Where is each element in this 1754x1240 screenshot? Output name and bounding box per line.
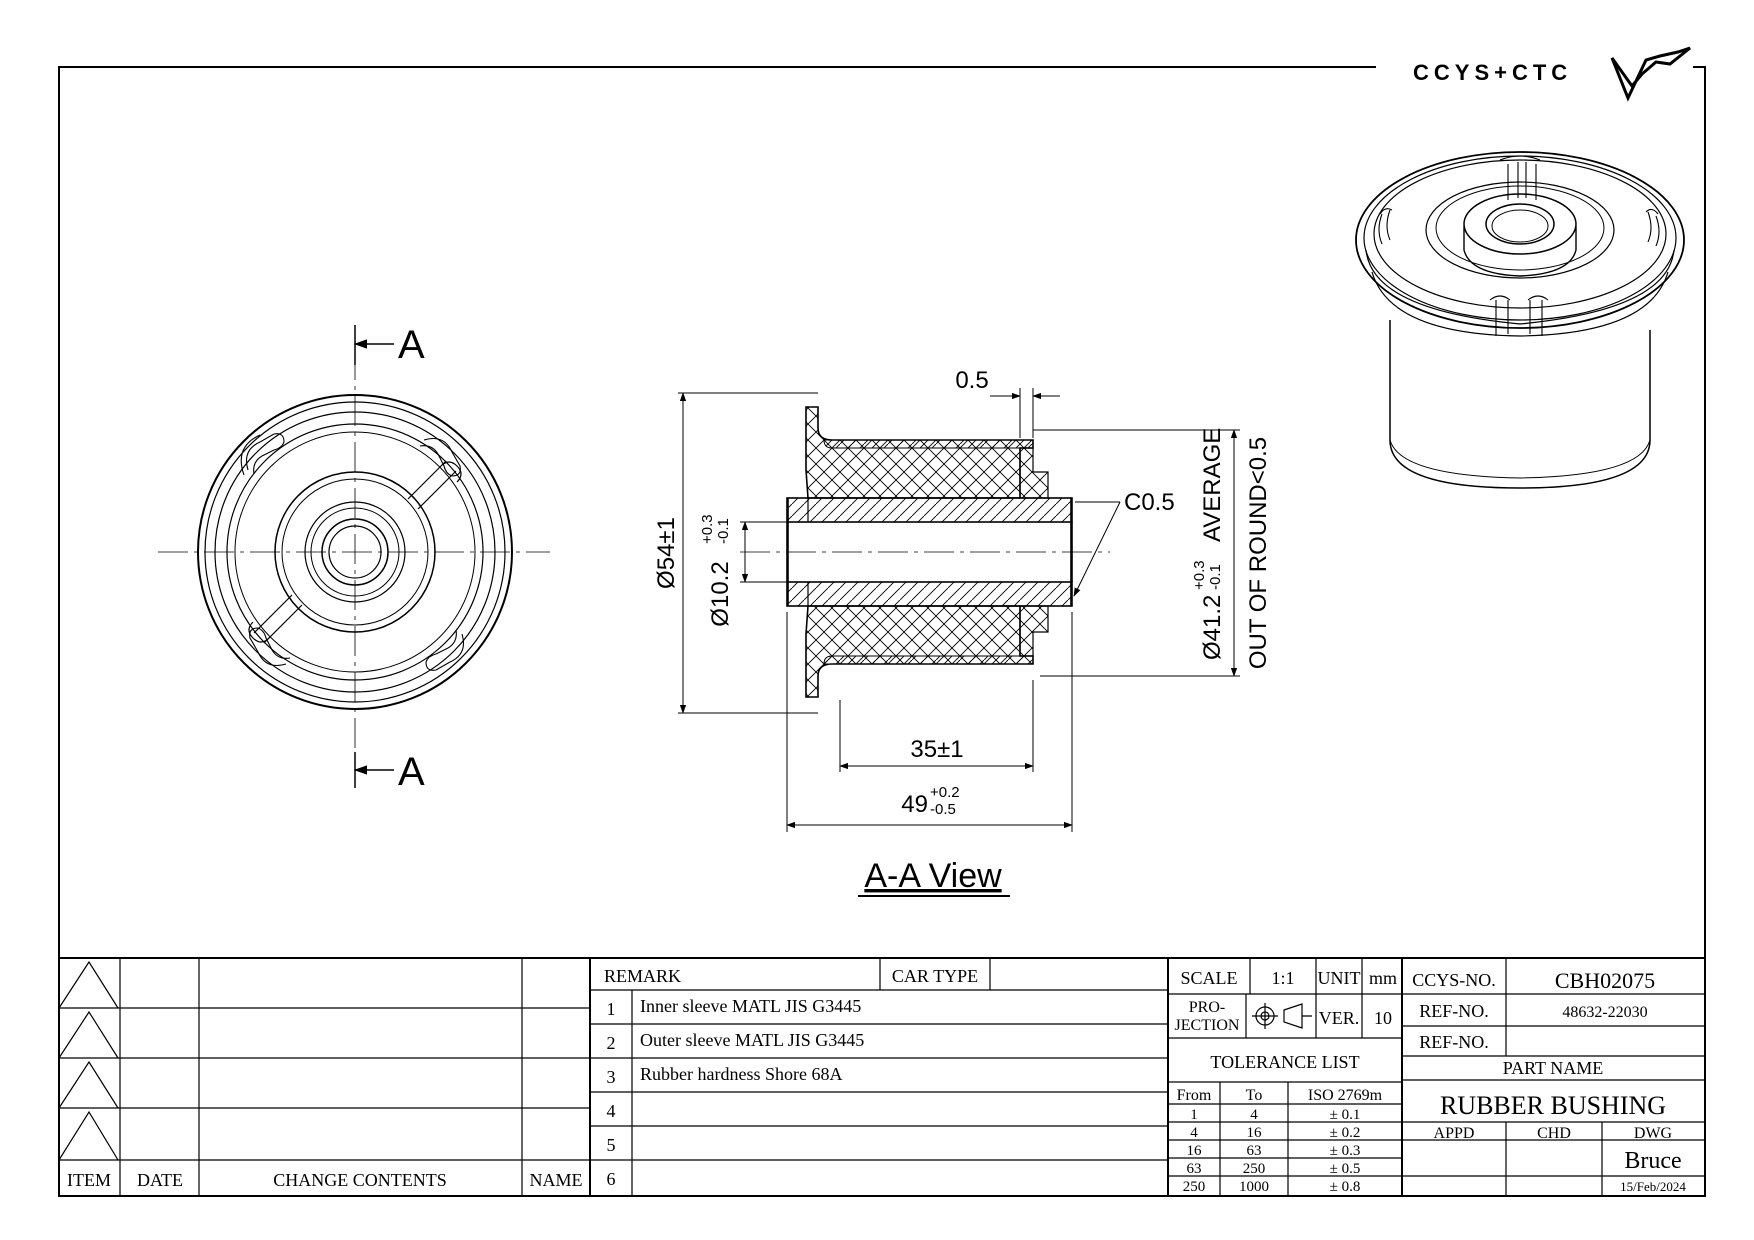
section-view (740, 406, 1110, 698)
tolerance-to: 250 (1243, 1161, 1266, 1177)
logo-mark-icon (1610, 46, 1691, 102)
dim-inner-dia: Ø10.2 +0.3 -0.1 (699, 514, 734, 626)
tolerance-from: 1 (1190, 1107, 1198, 1123)
isometric-view (1355, 151, 1685, 489)
logo-text: CCYS+CTC (1413, 60, 1572, 85)
tolerance-tol: ± 0.8 (1330, 1179, 1361, 1195)
part-name-label: PART NAME (1503, 1058, 1603, 1078)
projection-label-1: PRO- (1189, 999, 1225, 1016)
svg-text:-0.1: -0.1 (715, 518, 732, 544)
rev-header-contents: CHANGE CONTENTS (273, 1170, 447, 1190)
tolerance-title: TOLERANCE LIST (1210, 1052, 1359, 1072)
section-mark-bottom: A (398, 750, 425, 794)
dim-sleeve-dia: Ø41.2 +0.3 -0.1 AVERAGE (1191, 428, 1226, 660)
remark-row-no: 2 (607, 1033, 616, 1053)
svg-text:Ø10.2: Ø10.2 (707, 561, 734, 626)
ref-no-value: 48632-22030 (1562, 1004, 1647, 1021)
dimension-lines (678, 388, 1240, 832)
tol-header-std: ISO 2769m (1308, 1087, 1383, 1104)
svg-text:-0.1: -0.1 (1207, 564, 1224, 590)
section-marks: A A (353, 323, 425, 794)
ver-label: VER. (1319, 1008, 1360, 1028)
unit-value: mm (1369, 968, 1397, 988)
tolerance-from: 4 (1190, 1125, 1198, 1141)
svg-text:AVERAGE: AVERAGE (1199, 428, 1226, 542)
projection-label-2: JECTION (1175, 1017, 1240, 1034)
tolerance-from: 250 (1183, 1179, 1206, 1195)
part-name-value: RUBBER BUSHING (1440, 1091, 1666, 1120)
scale-value: 1:1 (1271, 968, 1294, 988)
tol-header-to: To (1246, 1087, 1263, 1104)
rev-header-date: DATE (137, 1170, 183, 1190)
svg-text:-0.5: -0.5 (930, 801, 956, 818)
tolerance-rows: 1 4 ± 0.1 4 16 ± 0.2 16 63 ± 0.3 63 250 ± 0.5 250 100… (1183, 1107, 1361, 1195)
ref-no-label: REF-NO. (1419, 1001, 1489, 1021)
svg-text:49: 49 (901, 791, 928, 818)
svg-text:+0.3: +0.3 (699, 514, 716, 544)
remark-row-no: 3 (607, 1067, 616, 1087)
tol-header-from: From (1177, 1087, 1212, 1104)
tolerance-tol: ± 0.1 (1330, 1107, 1361, 1123)
ref-no-label-2: REF-NO. (1419, 1032, 1489, 1052)
dim-length-inner: 35±1 (910, 736, 963, 763)
dim-gap: 0.5 (955, 367, 988, 394)
tolerance-from: 16 (1187, 1143, 1203, 1159)
chd-label: CHD (1537, 1125, 1571, 1142)
remark-row-no: 4 (607, 1101, 616, 1121)
dim-outer-dia: Ø54±1 (653, 517, 680, 589)
section-view-title: A-A View (864, 857, 1002, 895)
remark-row-text: Outer sleeve MATL JIS G3445 (640, 1030, 864, 1050)
ccys-no-value: CBH02075 (1555, 968, 1655, 993)
tolerance-to: 4 (1250, 1107, 1258, 1123)
car-type-label: CAR TYPE (892, 966, 978, 986)
remark-rows: 1 Inner sleeve MATL JIS G3445 2 Outer sleev… (607, 996, 865, 1189)
dwg-label: DWG (1634, 1125, 1673, 1142)
company-logo: CCYS+CTC (1413, 46, 1691, 102)
tolerance-from: 63 (1187, 1161, 1202, 1177)
border-frame (58, 66, 1706, 1197)
remark-row-text: Rubber hardness Shore 68A (640, 1064, 842, 1084)
dimension-texts: Ø54±1 Ø10.2 +0.3 -0.1 Ø41.2 +0.3 -0.1 AV… (653, 367, 1272, 897)
appd-label: APPD (1434, 1125, 1475, 1142)
tolerance-tol: ± 0.5 (1330, 1161, 1361, 1177)
tolerance-tol: ± 0.3 (1330, 1143, 1361, 1159)
remark-row-no: 6 (607, 1169, 616, 1189)
svg-text:+0.2: +0.2 (930, 784, 960, 801)
unit-label: UNIT (1318, 968, 1361, 988)
dim-chamfer: C0.5 (1124, 489, 1175, 516)
front-view (158, 350, 550, 755)
svg-text:Ø41.2: Ø41.2 (1199, 595, 1226, 660)
title-block: SCALE 1:1 UNIT mm PRO- JECTION VER. 10 T… (1168, 958, 1705, 1196)
remarks-block: REMARK CAR TYPE 1 Inner sleeve MATL JIS G… (590, 958, 1169, 1196)
drawer-name: Bruce (1624, 1148, 1681, 1174)
tolerance-to: 1000 (1239, 1179, 1269, 1195)
revision-block: ITEM DATE CHANGE CONTENTS NAME (58, 957, 1705, 1196)
rev-header-item: ITEM (67, 1170, 111, 1190)
dim-length-total: 49 +0.2 -0.5 (901, 784, 959, 818)
scale-label: SCALE (1180, 968, 1237, 988)
tolerance-tol: ± 0.2 (1330, 1125, 1361, 1141)
rev-header-name: NAME (530, 1170, 583, 1190)
remark-header: REMARK (604, 966, 681, 986)
remark-row-no: 5 (607, 1135, 616, 1155)
ccys-no-label: CCYS-NO. (1412, 970, 1496, 990)
dim-roundness: OUT OF ROUND<0.5 (1245, 437, 1272, 669)
remark-row-text: Inner sleeve MATL JIS G3445 (640, 996, 861, 1016)
ver-value: 10 (1374, 1008, 1392, 1028)
remark-row-no: 1 (607, 999, 616, 1019)
section-mark-top: A (398, 323, 425, 367)
svg-text:+0.3: +0.3 (1191, 560, 1208, 590)
tolerance-to: 63 (1247, 1143, 1262, 1159)
drawing-date: 15/Feb/2024 (1620, 1179, 1686, 1194)
tolerance-to: 16 (1247, 1125, 1263, 1141)
